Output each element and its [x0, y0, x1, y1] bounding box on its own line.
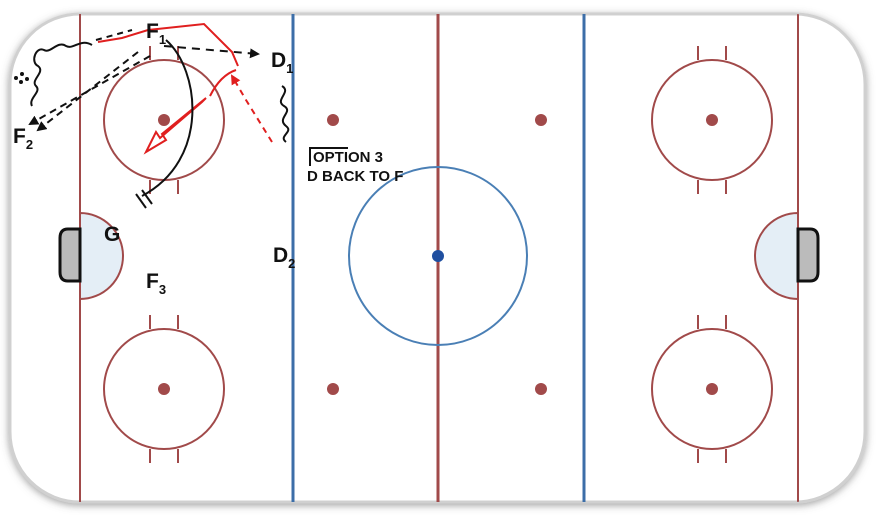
option-description: D BACK TO F [307, 168, 403, 185]
faceoff-dot-bottom-left [158, 383, 170, 395]
pass-f1-to-f2-a [36, 51, 139, 132]
neutral-dot-bottom-left [327, 383, 339, 395]
neutral-dot-bottom-right [535, 383, 547, 395]
pass-f1-to-f2-b [28, 55, 151, 125]
left-goal-crease [79, 211, 124, 301]
faceoff-circle-top-right [651, 46, 773, 194]
option-title: OPTION 3 [313, 149, 383, 166]
pass-d1-back-to-f [230, 74, 273, 143]
pass-f1-to-d1 [163, 45, 260, 59]
right-goal-net [796, 227, 820, 283]
puck-dots [14, 72, 29, 84]
stop-marks [135, 189, 153, 209]
d1-skate-path [279, 85, 290, 143]
faceoff-dot-bottom-right [706, 383, 718, 395]
faceoff-circle-bottom-left [103, 315, 225, 463]
option-bracket [309, 147, 348, 166]
right-goal-crease [754, 211, 799, 301]
player-f2-label: F2 [13, 125, 33, 152]
faceoff-dot-top-right [706, 114, 718, 126]
faceoff-circle-bottom-right [651, 315, 773, 463]
f1-red-hook [209, 69, 237, 97]
red-carry-arrow [143, 97, 207, 155]
neutral-dot-top-right [535, 114, 547, 126]
player-d2-label: D2 [273, 244, 295, 271]
faceoff-dot-top-left [158, 114, 170, 126]
goalie-label: G [104, 223, 120, 246]
f2-skate-path [30, 41, 93, 107]
player-f3-label: F3 [146, 270, 166, 297]
neutral-dot-top-left [327, 114, 339, 126]
center-faceoff-dot [432, 250, 444, 262]
center-circle [348, 166, 528, 346]
f1-curve-path [141, 39, 194, 197]
f1-red-route [97, 22, 239, 67]
player-f1-label: F1 [146, 20, 166, 47]
player-d1-label: D1 [271, 49, 293, 76]
left-goal-net [58, 227, 82, 283]
